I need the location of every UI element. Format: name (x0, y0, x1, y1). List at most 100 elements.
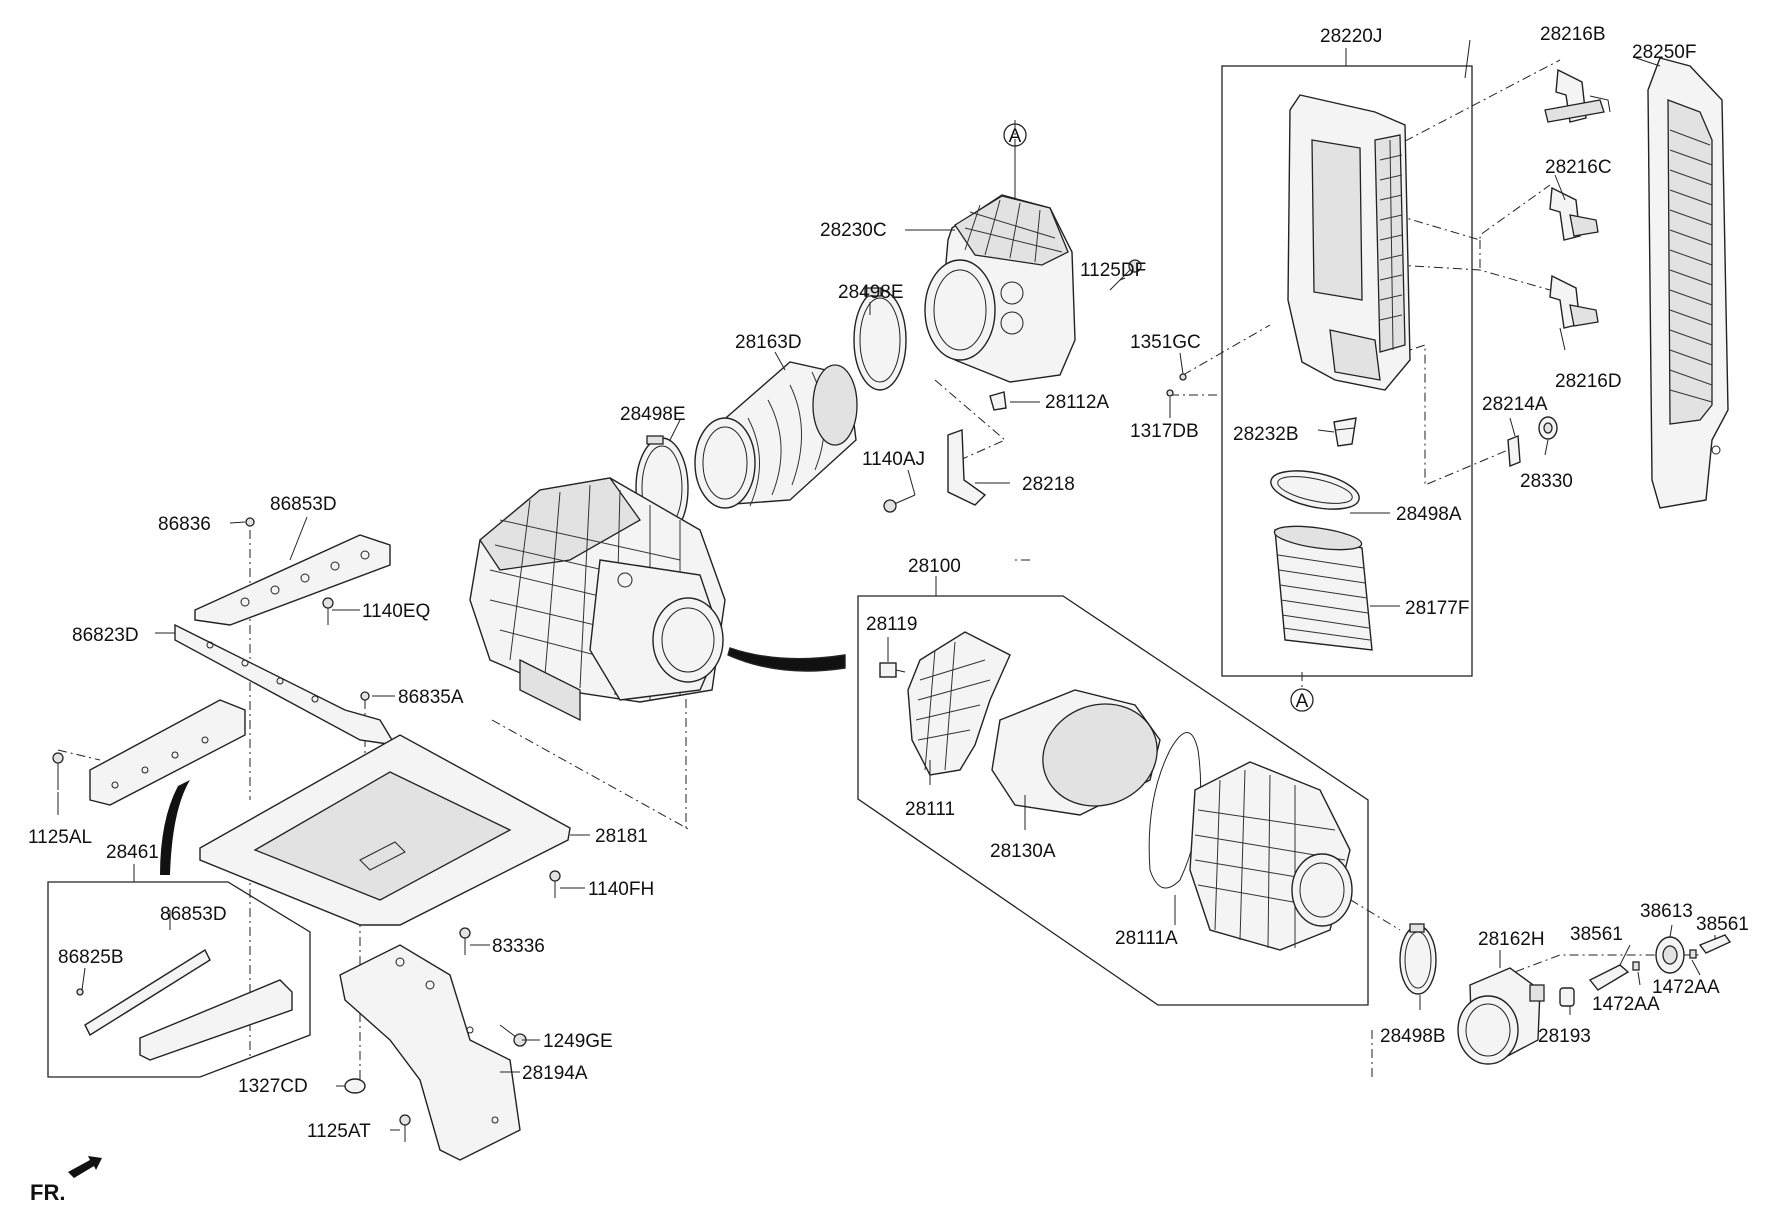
label-28498E-upper: 28498E (838, 282, 904, 303)
bracket-28194A (339, 944, 521, 1161)
fastener-1351GC (1179, 373, 1187, 381)
label-28216B: 28216B (1540, 24, 1606, 45)
label-86836: 86836 (158, 514, 211, 535)
label-28218: 28218 (1022, 474, 1075, 495)
bolt-83336 (459, 927, 471, 955)
label-28461: 28461 (106, 842, 159, 863)
bracket-28216B (1544, 68, 1611, 123)
label-28130A: 28130A (990, 841, 1056, 862)
label-38613: 38613 (1640, 901, 1693, 922)
label-1472AA-right: 1472AA (1652, 977, 1720, 998)
label-28498E-lower: 28498E (620, 404, 686, 425)
bracket-28218 (947, 429, 987, 506)
cover-28111 (907, 631, 1011, 776)
hose-38561-right (1698, 934, 1732, 954)
detail-plate-86853D (84, 948, 211, 1037)
label-1327CD: 1327CD (238, 1076, 308, 1097)
label-38561-left: 38561 (1570, 924, 1623, 945)
plate-86853D (194, 534, 391, 626)
valve-38613 (1655, 936, 1685, 974)
seal-28498A (1270, 470, 1360, 510)
label-1351GC: 1351GC (1130, 332, 1201, 353)
label-28193: 28193 (1538, 1026, 1591, 1047)
bracket-28216D (1549, 274, 1599, 329)
bolt-1140AJ (883, 494, 916, 513)
bolt-1125AL (52, 752, 64, 790)
fastener-1317DB (1166, 389, 1174, 397)
air-cleaner-assembly (469, 477, 726, 722)
label-1472AA-left: 1472AA (1592, 994, 1660, 1015)
label-1140FH: 1140FH (588, 879, 654, 900)
label-86835A: 86835A (398, 687, 464, 708)
label-86825B: 86825B (58, 947, 124, 968)
label-28498A: 28498A (1396, 504, 1462, 525)
label-28119: 28119 (866, 614, 917, 635)
sensor-housing-28162H (1457, 967, 1545, 1065)
fastener-86835A (360, 691, 370, 701)
label-1317DB: 1317DB (1130, 421, 1199, 442)
nut-1327CD (344, 1078, 366, 1094)
label-28177F: 28177F (1405, 598, 1469, 619)
hose-28163D (694, 361, 858, 509)
reference-marker-a-top-label: A (1009, 126, 1022, 147)
label-28250F: 28250F (1632, 42, 1696, 63)
bolt-1125AT (399, 1114, 411, 1142)
label-86853D-main: 86853D (270, 494, 337, 515)
bracket-28461-upper (89, 699, 246, 806)
fitting-28193 (1559, 987, 1575, 1007)
label-28162H: 28162H (1478, 929, 1545, 950)
reference-marker-a-top: A (1003, 123, 1027, 147)
label-1125AT: 1125AT (307, 1121, 371, 1142)
duct-28177F (1273, 525, 1373, 651)
label-28330: 28330 (1520, 471, 1573, 492)
arrow-to-28461-detail (160, 780, 190, 875)
reference-marker-a-bottom-label: A (1296, 691, 1309, 712)
connector-28119 (879, 662, 906, 678)
label-86853D-detail: 86853D (160, 904, 227, 925)
grommet-28330 (1538, 416, 1558, 440)
label-86823D: 86823D (72, 625, 139, 646)
detail-bracket-86825B (76, 979, 293, 1061)
label-83336: 83336 (492, 936, 545, 957)
label-28214A: 28214A (1482, 394, 1548, 415)
label-1249GE: 1249GE (543, 1031, 613, 1052)
label-1140EQ: 1140EQ (362, 601, 430, 622)
arrow-to-28100-detail (727, 647, 846, 672)
bolt-1140FH (549, 870, 561, 898)
front-direction-arrow-icon (68, 1156, 102, 1178)
hose-38561-left (1588, 964, 1630, 991)
housing-lower-28100 (1189, 761, 1353, 951)
filter-element-28130A (991, 689, 1161, 816)
label-28111: 28111 (905, 799, 955, 820)
group-frame-28220J (1221, 48, 1473, 677)
reference-marker-a-bottom: A (1290, 688, 1314, 712)
snorkel-cover-28250F (1647, 57, 1729, 509)
label-28220J: 28220J (1320, 26, 1382, 47)
bolt-1249GE (499, 1024, 527, 1047)
bracket-28216C (1549, 186, 1599, 241)
clip-1472AA-left (1632, 961, 1640, 971)
leader-lines (57, 39, 1716, 1131)
label-28100: 28100 (908, 556, 961, 577)
part-number-labels: 28220J 28216B 28250F 28216C 28216D 28230… (28, 24, 1749, 1205)
label-1140AJ: 1140AJ (862, 449, 925, 470)
clip-28112A (989, 391, 1007, 411)
tray-28181 (199, 734, 571, 926)
clamp-28498E-upper (853, 287, 907, 391)
bolt-1125DF (1109, 259, 1142, 291)
label-28498B: 28498B (1380, 1026, 1446, 1047)
clip-1472AA-right (1689, 949, 1697, 959)
label-28216C: 28216C (1545, 157, 1612, 178)
clip-28214A (1507, 434, 1521, 468)
label-28181: 28181 (595, 826, 648, 847)
label-28194A: 28194A (522, 1063, 588, 1084)
label-28232B: 28232B (1233, 424, 1299, 445)
label-28230C: 28230C (820, 220, 887, 241)
bolt-1140EQ (322, 597, 334, 625)
label-28216D: 28216D (1555, 371, 1622, 392)
group-frame-28100 (857, 576, 1369, 1006)
label-1125AL: 1125AL (28, 827, 92, 848)
clamp-28498B (1399, 923, 1437, 995)
